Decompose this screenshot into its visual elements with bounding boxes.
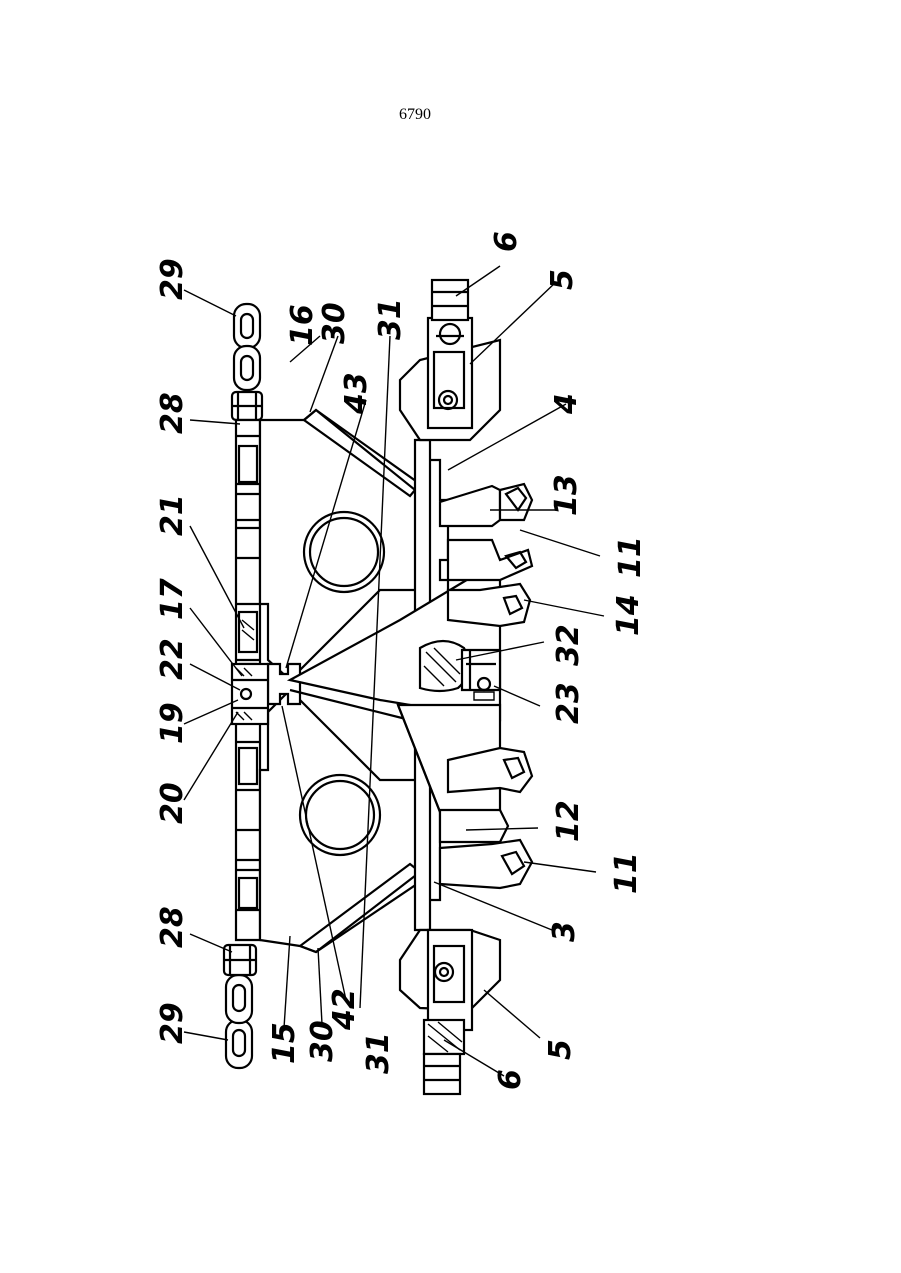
label-28a: 28	[155, 392, 190, 434]
label-31b: 31	[361, 1032, 396, 1074]
label-30b: 30	[305, 1020, 340, 1062]
label-21: 21	[155, 494, 190, 536]
label-30a: 30	[317, 302, 352, 344]
end-cap-upper	[400, 280, 500, 440]
label-11b: 11	[609, 852, 644, 894]
label-14: 14	[611, 594, 646, 636]
cutters-lower	[440, 748, 532, 888]
chain-bottom	[224, 945, 256, 1068]
label-17: 17	[155, 578, 190, 620]
label-43: 43	[339, 372, 374, 415]
label-19: 19	[155, 702, 190, 744]
label-11a: 11	[613, 536, 648, 578]
label-16: 16	[285, 304, 320, 346]
label-3: 3	[547, 921, 582, 942]
label-31a: 31	[373, 298, 408, 340]
chain-top	[232, 304, 262, 420]
label-6a: 6	[489, 231, 524, 252]
label-23: 23	[551, 682, 586, 724]
label-15: 15	[267, 1022, 302, 1064]
label-5b: 5	[543, 1039, 578, 1060]
label-4: 4	[549, 393, 584, 415]
label-13: 13	[549, 474, 584, 516]
label-32: 32	[551, 624, 586, 666]
label-6b: 6	[493, 1069, 528, 1090]
label-20: 20	[155, 782, 190, 824]
label-12: 12	[551, 800, 586, 842]
end-cap-lower	[400, 930, 500, 1094]
label-5a: 5	[545, 269, 580, 290]
cutters-upper	[440, 484, 532, 626]
label-29b: 29	[155, 1002, 190, 1044]
label-22: 22	[155, 638, 190, 680]
label-29a: 29	[155, 258, 190, 300]
label-28b: 28	[155, 906, 190, 948]
